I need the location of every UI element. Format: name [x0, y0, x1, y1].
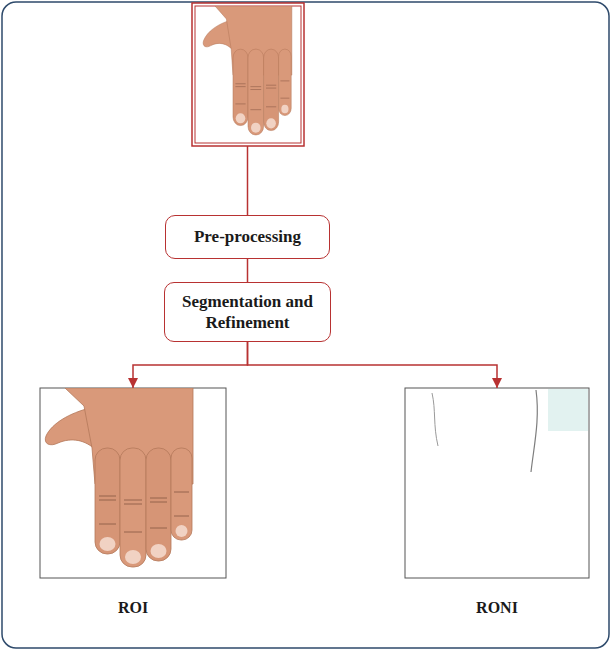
flow-line: [247, 146, 249, 215]
output-image: RONI: [405, 388, 589, 624]
node-label: Segmentation and Refinement: [173, 291, 322, 334]
roni-image-frame: [405, 388, 589, 578]
flow-connector: [133, 342, 248, 388]
roi-image-frame: [40, 388, 226, 578]
node-label: RONI: [476, 598, 518, 618]
hand-image: [203, 6, 292, 135]
process-box: Segmentation and Refinement: [164, 282, 331, 342]
node-label: ROI: [118, 598, 148, 618]
node-label: Pre-processing: [194, 226, 301, 247]
image-frame: [192, 3, 304, 146]
roi-hand-image: [45, 388, 193, 567]
process-box: Pre-processing: [165, 215, 330, 259]
flow-connector: [248, 342, 498, 388]
output-image: ROI: [40, 388, 226, 624]
roni-residue: [531, 390, 537, 472]
roni-background-patch: [548, 389, 588, 431]
roni-residue: [432, 393, 438, 446]
flow-connector: [247, 259, 249, 282]
image-frame-inner: [195, 6, 301, 143]
